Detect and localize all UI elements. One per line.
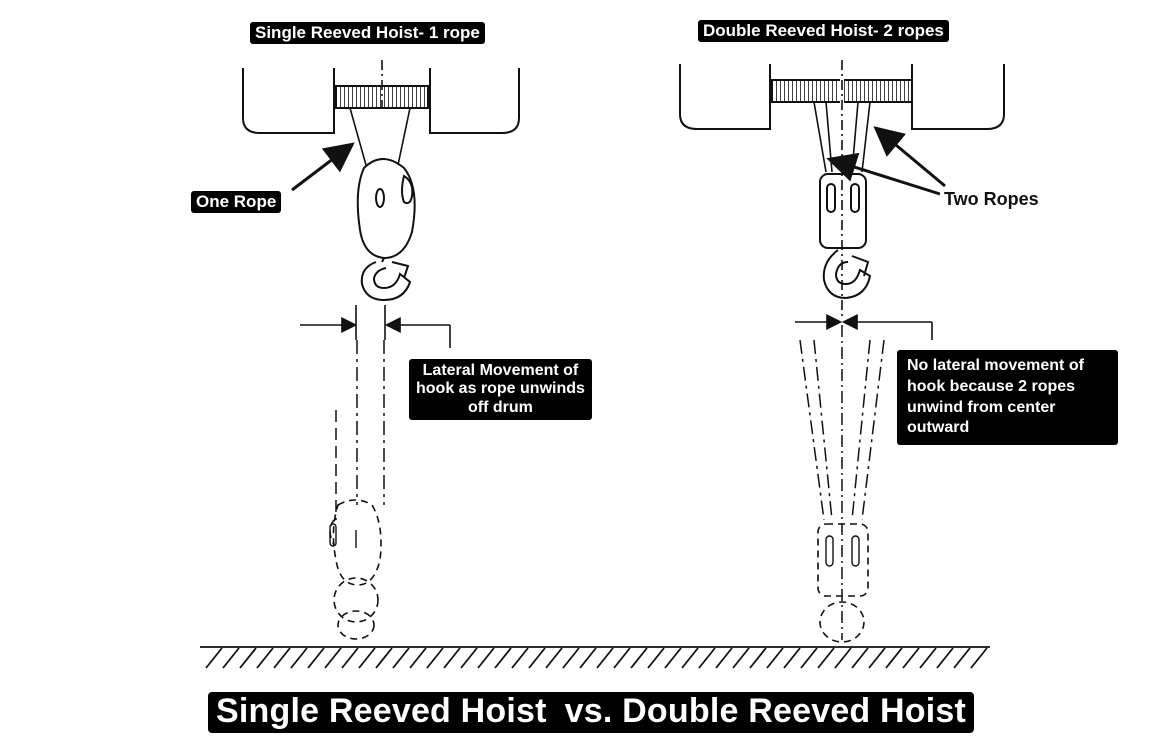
ground-hatch-mark bbox=[562, 647, 580, 669]
double-hoist-drawing bbox=[679, 60, 1005, 643]
ground-hatch-mark bbox=[596, 647, 614, 669]
ground bbox=[200, 646, 990, 669]
ground-hatch-mark bbox=[698, 647, 716, 669]
ground-hatch-mark bbox=[205, 647, 223, 669]
ground-hatch-mark bbox=[222, 647, 240, 669]
ground-hatch-mark bbox=[851, 647, 869, 669]
no-lateral-movement-note: No lateral movement of hook because 2 ro… bbox=[897, 350, 1118, 446]
ground-hatch-mark bbox=[273, 647, 291, 669]
ground-hatch-mark bbox=[545, 647, 563, 669]
ground-hatch-mark bbox=[494, 647, 512, 669]
single-hoist-drawing bbox=[242, 60, 520, 640]
ground-hatch-mark bbox=[783, 647, 801, 669]
ground-hatch-mark bbox=[409, 647, 427, 669]
no-lateral-line-3: unwind from center bbox=[907, 398, 1056, 416]
ground-hatch-mark bbox=[256, 647, 274, 669]
ground-hatch-mark bbox=[290, 647, 308, 669]
ground-hatch-mark bbox=[443, 647, 461, 669]
main-title-right: vs. Double Reeved Hoist bbox=[564, 692, 967, 730]
ground-hatch bbox=[205, 647, 988, 669]
two-ropes-label: Two Ropes bbox=[940, 188, 1043, 211]
ground-hatch-mark bbox=[426, 647, 444, 669]
single-lateral-dimension bbox=[300, 305, 451, 348]
ground-hatch-mark bbox=[817, 647, 835, 669]
ground-hatch-mark bbox=[868, 647, 886, 669]
ground-hatch-mark bbox=[375, 647, 393, 669]
single-lower-rope bbox=[335, 340, 385, 520]
ground-hatch-mark bbox=[460, 647, 478, 669]
single-rope bbox=[349, 60, 411, 166]
ground-hatch-mark bbox=[970, 647, 988, 669]
ground-hatch-mark bbox=[579, 647, 597, 669]
ground-hatch-mark bbox=[341, 647, 359, 669]
single-hook-block bbox=[356, 158, 416, 302]
double-lowered-eyes bbox=[825, 535, 860, 567]
main-title-left: Single Reeved Hoist bbox=[216, 692, 547, 730]
ground-hatch-mark bbox=[528, 647, 546, 669]
ground-hatch-mark bbox=[358, 647, 376, 669]
ground-hatch-mark bbox=[715, 647, 733, 669]
no-lateral-line-1: No lateral movement of bbox=[907, 357, 1084, 374]
double-lowered-block bbox=[817, 523, 869, 643]
ground-hatch-mark bbox=[766, 647, 784, 669]
two-ropes-arrow-upper bbox=[873, 126, 946, 188]
ground-hatch-mark bbox=[239, 647, 257, 669]
ground-hatch-mark bbox=[647, 647, 665, 669]
pointer-arrows bbox=[291, 126, 946, 196]
lateral-line-3: off drum bbox=[468, 398, 533, 416]
ground-hatch-mark bbox=[664, 647, 682, 669]
ground-hatch-mark bbox=[953, 647, 971, 669]
ground-hatch-mark bbox=[732, 647, 750, 669]
single-lowered-block bbox=[329, 499, 382, 640]
single-trolley-frame bbox=[242, 68, 520, 134]
single-hoist-title: Single Reeved Hoist- 1 rope bbox=[250, 22, 485, 44]
no-lateral-line-4: outward bbox=[907, 419, 970, 437]
ground-hatch-mark bbox=[749, 647, 767, 669]
lateral-movement-note: Lateral Movement of hook as rope unwinds… bbox=[409, 359, 592, 421]
double-hoist-title: Double Reeved Hoist- 2 ropes bbox=[698, 20, 949, 42]
one-rope-label: One Rope bbox=[191, 191, 282, 213]
ground-hatch-mark bbox=[392, 647, 410, 669]
ground-hatch-mark bbox=[834, 647, 852, 669]
lateral-line-1: Lateral Movement of bbox=[422, 362, 579, 379]
ground-hatch-mark bbox=[511, 647, 529, 669]
ground-hatch-mark bbox=[324, 647, 342, 669]
ground-hatch-mark bbox=[902, 647, 920, 669]
ground-hatch-mark bbox=[681, 647, 699, 669]
double-lower-ropes bbox=[799, 325, 885, 640]
one-rope-arrow bbox=[291, 142, 355, 192]
ground-hatch-mark bbox=[630, 647, 648, 669]
main-title: Single Reeved Hoist vs. Double Reeved Hoi… bbox=[208, 692, 975, 734]
double-trolley-frame bbox=[679, 64, 1005, 130]
double-lateral-dimension bbox=[795, 314, 933, 340]
ground-hatch-mark bbox=[613, 647, 631, 669]
ground-hatch-mark bbox=[885, 647, 903, 669]
two-ropes-arrow-lower bbox=[826, 152, 941, 196]
no-lateral-line-2: hook because 2 ropes bbox=[907, 377, 1076, 395]
ground-hatch-mark bbox=[936, 647, 954, 669]
ground-hatch-mark bbox=[477, 647, 495, 669]
ground-hatch-mark bbox=[307, 647, 325, 669]
ground-hatch-mark bbox=[919, 647, 937, 669]
single-lowered-eyes bbox=[329, 523, 357, 548]
double-hook-block bbox=[819, 173, 872, 300]
lateral-line-2: hook as rope unwinds bbox=[416, 380, 585, 398]
double-drum bbox=[771, 74, 913, 108]
ground-hatch-mark bbox=[800, 647, 818, 669]
